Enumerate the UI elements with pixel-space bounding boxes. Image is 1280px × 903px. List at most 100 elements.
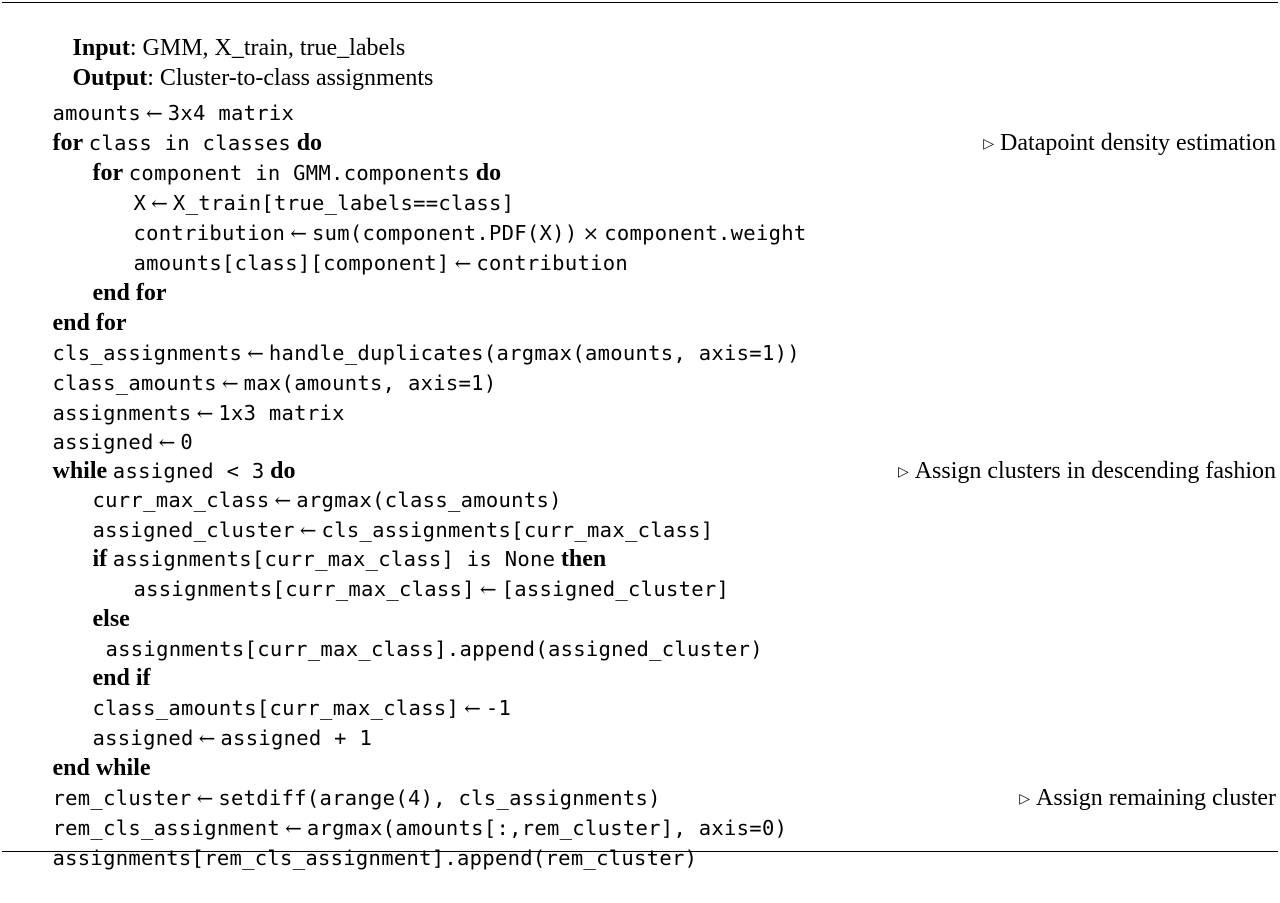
algo-line-5: contribution←sum(component.PDF(X))×compo… [111, 188, 807, 245]
keyword-if: if [92, 546, 108, 572]
algo-line-18: else [70, 574, 130, 632]
comment-text: Assign remaining cluster [1036, 785, 1276, 811]
code-text: assigned < 3 [112, 459, 265, 483]
algo-line-1: amounts←3x4 matrix [30, 68, 294, 125]
comment-triangle-icon: ▷ [897, 464, 909, 480]
output-line: Output: Cluster-to-class assignments [50, 33, 434, 91]
keyword-end-for: end for [52, 310, 127, 336]
input-line: Input: GMM, X_train, true_labels [50, 3, 406, 61]
assign-arrow: ← [221, 371, 239, 395]
assign-arrow: ← [158, 430, 176, 454]
code-text: X_train[true_labels==class] [172, 191, 515, 215]
input-text: : GMM, X_train, true_labels [129, 35, 406, 61]
code-text: 1x3 matrix [218, 401, 345, 425]
keyword-do: do [475, 160, 502, 186]
algo-line-17: assignments[curr_max_class]←[assigned_cl… [111, 544, 729, 601]
algo-line-12: assigned←0 [30, 397, 193, 454]
times-symbol: × [582, 221, 600, 245]
keyword-end-for: end for [92, 280, 167, 306]
code-text: amounts[class][component] [133, 251, 450, 275]
keyword-for: for [92, 160, 124, 186]
assign-arrow: ← [146, 101, 163, 125]
code-text: assignments[rem_cls_assignment].append(r… [52, 846, 698, 870]
assign-arrow: ← [479, 577, 497, 601]
top-rule [2, 2, 1278, 3]
code-text: cls_assignments [52, 341, 243, 365]
assign-arrow: ← [290, 221, 307, 245]
algo-line-3: for component in GMM.components do [70, 128, 502, 186]
output-text: : Cluster-to-class assignments [147, 65, 434, 91]
keyword-end-while: end while [52, 755, 151, 781]
keyword-end-if: end if [92, 665, 151, 691]
algo-line-4: X←X_train[true_labels==class] [111, 158, 514, 215]
code-text: assigned_cluster [92, 518, 295, 542]
comment-text: Datapoint density estimation [1000, 130, 1276, 156]
code-text: assigned + 1 [220, 726, 373, 750]
code-text: argmax(class_amounts) [296, 488, 562, 512]
algorithm-block: Input: GMM, X_train, true_labels Output:… [2, 2, 1278, 870]
keyword-else: else [92, 606, 130, 632]
assign-arrow: ← [299, 518, 317, 542]
algo-line-8: end for [30, 278, 127, 336]
code-text: 0 [180, 430, 194, 454]
algo-line-14: curr_max_class←argmax(class_amounts) [70, 455, 562, 512]
comment-triangle-icon: ▷ [1019, 791, 1031, 807]
algo-line-26: assignments[rem_cls_assignment].append(r… [30, 813, 697, 870]
algo-line-21: class_amounts[curr_max_class]←-1 [70, 663, 511, 720]
code-text: sum(component.PDF(X)) [311, 221, 578, 245]
code-text: component.weight [604, 221, 807, 245]
code-text: cls_assignments[curr_max_class] [321, 518, 714, 542]
algo-line-10: class_amounts←max(amounts, axis=1) [30, 338, 497, 395]
assign-arrow: ← [196, 401, 214, 425]
code-text: component in GMM.components [128, 161, 471, 185]
algo-line-23: end while [30, 723, 151, 781]
algo-line-7: end for [70, 248, 167, 306]
code-text: contribution [133, 221, 286, 245]
algo-line-13: while assigned < 3 do [30, 426, 296, 484]
assign-arrow: ← [198, 726, 216, 750]
assign-arrow: ← [196, 786, 214, 810]
code-text: assigned [92, 726, 194, 750]
assign-arrow: ← [285, 816, 302, 840]
algo-line-9: cls_assignments←handle_duplicates(argmax… [30, 308, 800, 365]
algo-line-6: amounts[class][component]←contribution [111, 218, 628, 275]
code-text: class in classes [88, 131, 292, 155]
keyword-while: while [52, 458, 108, 484]
code-text: curr_max_class [92, 488, 270, 512]
code-text: assignments[curr_max_class].append(assig… [105, 637, 763, 661]
code-text: -1 [485, 696, 512, 720]
assign-arrow: ← [464, 696, 481, 720]
assign-arrow: ← [151, 191, 168, 215]
output-keyword: Output [72, 65, 148, 91]
keyword-then: then [560, 546, 607, 572]
algo-line-24: rem_cluster←setdiff(arange(4), cls_assig… [30, 753, 661, 810]
bottom-rule [2, 851, 1278, 852]
algo-line-25: rem_cls_assignment←argmax(amounts[:,rem_… [30, 783, 787, 840]
algo-line-19: assignments[curr_max_class].append(assig… [83, 604, 763, 661]
assign-arrow: ← [454, 251, 472, 275]
code-text: max(amounts, axis=1) [243, 371, 497, 395]
comment-remaining: ▷ Assign remaining cluster [995, 753, 1276, 811]
code-text: setdiff(arange(4), cls_assignments) [218, 786, 661, 810]
algo-line-11: assignments←1x3 matrix [30, 368, 345, 425]
code-text: class_amounts[curr_max_class] [92, 696, 460, 720]
comment-descending: ▷Assign clusters in descending fashion [874, 426, 1276, 484]
code-text: assigned [52, 430, 154, 454]
algo-line-22: assigned←assigned + 1 [70, 693, 372, 750]
code-text: X [133, 191, 147, 215]
code-text: amounts [52, 101, 141, 125]
algo-line-20: end if [70, 633, 151, 691]
code-text: rem_cluster [52, 786, 192, 810]
assign-arrow: ← [274, 488, 292, 512]
code-text: [assigned_cluster] [501, 577, 730, 601]
keyword-do: do [270, 458, 296, 484]
code-text: assignments[curr_max_class] is None [112, 547, 556, 571]
algo-line-15: assigned_cluster←cls_assignments[curr_ma… [70, 485, 714, 542]
code-text: argmax(amounts[:,rem_cluster], axis=0) [306, 816, 788, 840]
comment-density: ▷Datapoint density estimation [959, 98, 1276, 156]
code-text: assignments[curr_max_class] [133, 577, 475, 601]
code-text: assignments [52, 401, 192, 425]
keyword-for: for [52, 130, 84, 156]
code-text: contribution [476, 251, 629, 275]
code-text: handle_duplicates(argmax(amounts, axis=1… [268, 341, 800, 365]
